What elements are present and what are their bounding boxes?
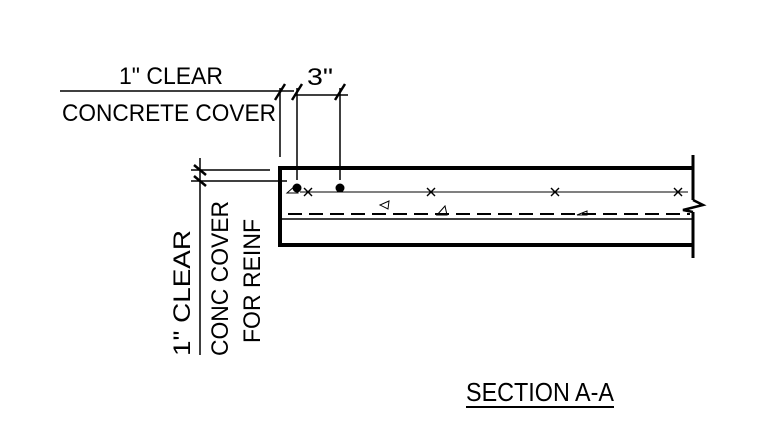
- dimension-tick: [193, 164, 207, 176]
- rebar-cross-2: [426, 187, 436, 197]
- rebar-cross-4: [673, 187, 683, 197]
- dimension-tick: [193, 175, 207, 187]
- section-title: SECTION A-A: [466, 377, 615, 407]
- dimension-tick: [290, 83, 304, 101]
- side-dimension: [191, 158, 287, 355]
- side-label: 1" CLEAR: [169, 230, 196, 356]
- dimension-tick: [333, 83, 347, 101]
- aggregate-mark: [378, 200, 390, 210]
- slab: [278, 155, 707, 258]
- side-label-line2: CONC COVER: [207, 201, 234, 356]
- rebar-cross-1: [303, 187, 313, 197]
- aggregate-mark: [435, 204, 448, 216]
- aggregate-marks: [285, 184, 588, 216]
- side-label-line3: FOR REINF: [239, 219, 266, 343]
- side-label-line1: 1" CLEAR: [169, 230, 196, 356]
- top-dimension: [60, 83, 348, 180]
- rebar-dot-2: [335, 183, 345, 193]
- aggregate-mark: [576, 210, 588, 216]
- side-label: CONC COVER: [207, 201, 234, 356]
- dimension-tick: [273, 83, 287, 101]
- spacing-label: 3": [307, 64, 333, 91]
- side-label: FOR REINF: [239, 219, 266, 343]
- top-label-line1: 1" CLEAR: [119, 63, 223, 90]
- break-line-symbol: [682, 198, 707, 214]
- top-label-line2: CONCRETE COVER: [62, 100, 276, 127]
- reinforcement: [292, 183, 688, 197]
- rebar-cross-3: [550, 187, 560, 197]
- aggregate-mark: [285, 184, 299, 194]
